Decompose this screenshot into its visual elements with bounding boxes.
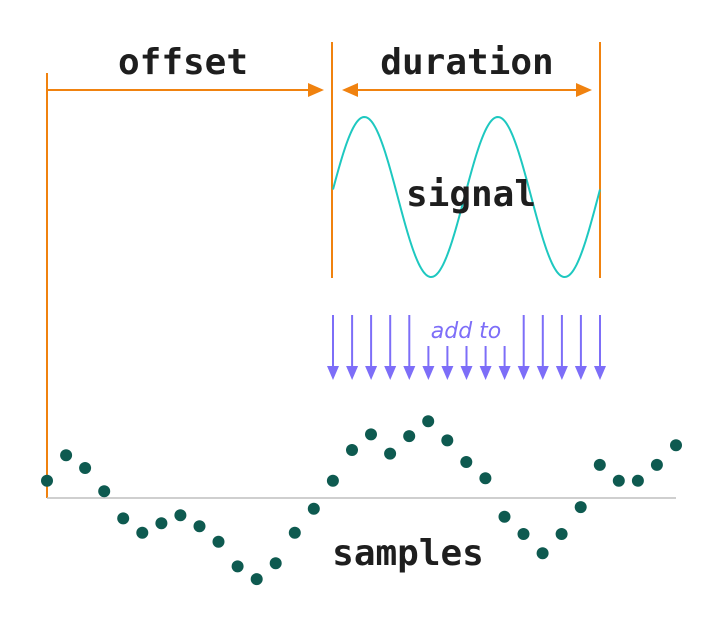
- sample-point: [212, 535, 225, 548]
- offset-arrow-head: [308, 83, 324, 97]
- sample-point: [41, 474, 53, 487]
- signal-label: signal: [406, 174, 536, 215]
- sample-point: [98, 485, 111, 498]
- duration-label: duration: [380, 42, 553, 83]
- sample-points: [41, 415, 682, 586]
- sample-point: [250, 573, 263, 586]
- add-arrow-head: [555, 366, 568, 380]
- sample-point: [136, 526, 149, 539]
- add-arrow-head: [574, 366, 587, 380]
- sample-point: [117, 512, 130, 525]
- signal-waveform: [332, 115, 601, 279]
- add-arrow-head: [536, 366, 549, 380]
- sample-point: [193, 520, 206, 533]
- add-arrow-head: [517, 366, 530, 380]
- sample-point: [593, 458, 606, 471]
- samples-label: samples: [332, 533, 484, 574]
- sample-point: [536, 547, 549, 560]
- add-to-label-background: [420, 316, 512, 346]
- sample-point: [231, 560, 244, 573]
- add-arrow-head: [384, 366, 397, 380]
- sample-point: [670, 439, 682, 452]
- sample-point: [574, 501, 587, 514]
- sample-point: [460, 456, 473, 468]
- sample-point: [517, 528, 530, 540]
- add-to-label: add to: [431, 319, 502, 344]
- sample-point: [384, 447, 397, 460]
- add-arrow-head: [441, 366, 454, 380]
- sample-point: [269, 557, 282, 570]
- sample-point: [365, 428, 377, 441]
- add-arrow-head: [460, 366, 473, 380]
- sample-point: [422, 415, 435, 428]
- sample-point: [288, 526, 301, 539]
- sample-point: [403, 430, 416, 443]
- add-arrow-head: [479, 366, 492, 380]
- sample-point: [498, 510, 511, 523]
- duration-arrow-right-head: [576, 83, 592, 97]
- add-arrow-head: [498, 366, 511, 380]
- sample-point: [174, 509, 187, 522]
- sample-point: [79, 462, 92, 474]
- sample-point: [346, 444, 358, 456]
- add-arrow-head: [422, 366, 435, 380]
- sample-point: [631, 474, 644, 487]
- sample-point: [479, 472, 492, 485]
- sample-point: [307, 502, 320, 515]
- add-arrow-head: [594, 366, 606, 380]
- sample-point: [155, 517, 168, 530]
- sample-point: [441, 434, 454, 447]
- sample-point: [612, 474, 625, 487]
- add-to-arrows: [327, 315, 606, 380]
- add-arrow-head: [346, 366, 359, 380]
- duration-arrow-left-head: [342, 83, 358, 97]
- sample-point: [650, 458, 663, 471]
- sample-point: [60, 449, 73, 462]
- offset-label: offset: [118, 42, 248, 83]
- add-arrow-head: [403, 366, 416, 380]
- sample-point: [555, 528, 568, 540]
- sample-point: [326, 474, 339, 487]
- add-arrow-head: [365, 366, 378, 380]
- add-arrow-head: [327, 366, 339, 380]
